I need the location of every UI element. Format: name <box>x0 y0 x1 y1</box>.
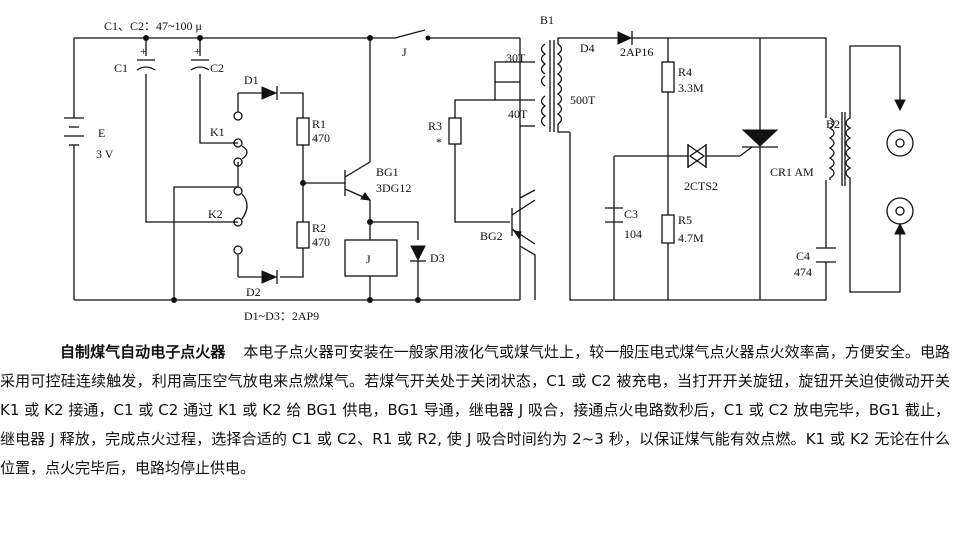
label-c4: C4 <box>796 249 810 263</box>
label-relay-switch: J <box>402 45 407 59</box>
wiring-left <box>73 37 520 301</box>
switch-k2 <box>233 186 248 255</box>
label-d3: D3 <box>430 251 445 265</box>
label-b1: B1 <box>540 13 554 27</box>
switch-k1 <box>233 111 248 167</box>
label-bg1-type: 3DG12 <box>376 181 411 195</box>
resistor-r5 <box>661 214 675 244</box>
label-t30: 30T <box>506 51 526 65</box>
trigger-diode-2cts2 <box>687 143 707 169</box>
wiring-right <box>569 37 827 301</box>
label-r5-val: 4.7M <box>678 231 704 245</box>
article-body: 本电子点火器可安装在一般家用液化气或煤气灶上，较一般压电式煤气点火器点火效率高，… <box>0 343 950 477</box>
label-battery: E <box>98 126 105 140</box>
scr-cr1 <box>739 129 779 160</box>
article-title: 自制煤气自动电子点火器 <box>60 343 226 361</box>
battery-e <box>64 117 84 155</box>
label-bg1: BG1 <box>376 165 399 179</box>
resistor-r2 <box>296 221 310 249</box>
diode-d2 <box>261 270 278 284</box>
circuit-schematic: + + <box>64 13 914 323</box>
capacitor-c1: + <box>136 44 156 71</box>
label-r3: R3 <box>428 119 442 133</box>
description-paragraph: 自制煤气自动电子点火器本电子点火器可安装在一般家用液化气或煤气灶上，较一般压电式… <box>0 338 950 483</box>
capacitor-c4 <box>816 247 836 263</box>
label-d4-type: 2AP16 <box>620 45 653 59</box>
svg-text:+: + <box>194 44 201 58</box>
spark-electrodes <box>886 99 914 235</box>
transistor-bg2 <box>511 199 536 245</box>
label-d1: D1 <box>244 73 259 87</box>
label-k1: K1 <box>210 125 225 139</box>
label-t40: 40T <box>508 107 528 121</box>
label-dz: 2CTS2 <box>684 179 718 193</box>
svg-text:+: + <box>140 44 147 58</box>
relay-contact-j <box>394 29 520 41</box>
resistor-r4 <box>661 61 675 93</box>
transformer-b2 <box>828 45 901 293</box>
wiring-middle <box>454 38 536 300</box>
label-r2: R2 <box>312 221 326 235</box>
label-r5: R5 <box>678 213 692 227</box>
label-c2: C2 <box>210 61 224 75</box>
label-r3-mark: * <box>436 135 442 149</box>
transistor-bg1 <box>344 161 372 201</box>
diode-d4 <box>617 31 633 45</box>
junction-dots-left <box>143 35 421 303</box>
label-r1: R1 <box>312 117 326 131</box>
label-c1: C1 <box>114 61 128 75</box>
relay-j <box>344 239 398 277</box>
label-bg2: BG2 <box>480 229 503 243</box>
capacitor-c2: + <box>190 44 210 71</box>
label-scr: CR1 AM <box>770 165 814 179</box>
label-c3: C3 <box>624 207 638 221</box>
label-c4-val: 474 <box>794 265 812 279</box>
label-r1-val: 470 <box>312 131 330 145</box>
label-relay: J <box>366 252 371 266</box>
label-diode-note: D1~D3：2AP9 <box>244 309 319 323</box>
label-d2: D2 <box>246 285 261 299</box>
label-r4-val: 3.3M <box>678 81 704 95</box>
label-k2: K2 <box>208 207 223 221</box>
label-t500: 500T <box>570 93 596 107</box>
label-battery-v: 3 V <box>96 147 114 161</box>
capacitor-c3 <box>605 207 623 223</box>
label-d4: D4 <box>580 41 595 55</box>
transformer-b1 <box>540 37 600 133</box>
label-r2-val: 470 <box>312 235 330 249</box>
label-r4: R4 <box>678 65 692 79</box>
component-labels: C1、C2：47~100 μ C1 C2 E 3 V D1 D2 K1 K2 R… <box>96 13 840 323</box>
label-b2: B2 <box>826 117 840 131</box>
resistor-r1 <box>296 117 310 146</box>
label-c3-val: 104 <box>624 227 642 241</box>
diode-d1 <box>261 86 278 100</box>
label-cap-note: C1、C2：47~100 μ <box>104 19 202 33</box>
diode-d3 <box>410 245 426 270</box>
resistor-r3 <box>448 117 462 145</box>
